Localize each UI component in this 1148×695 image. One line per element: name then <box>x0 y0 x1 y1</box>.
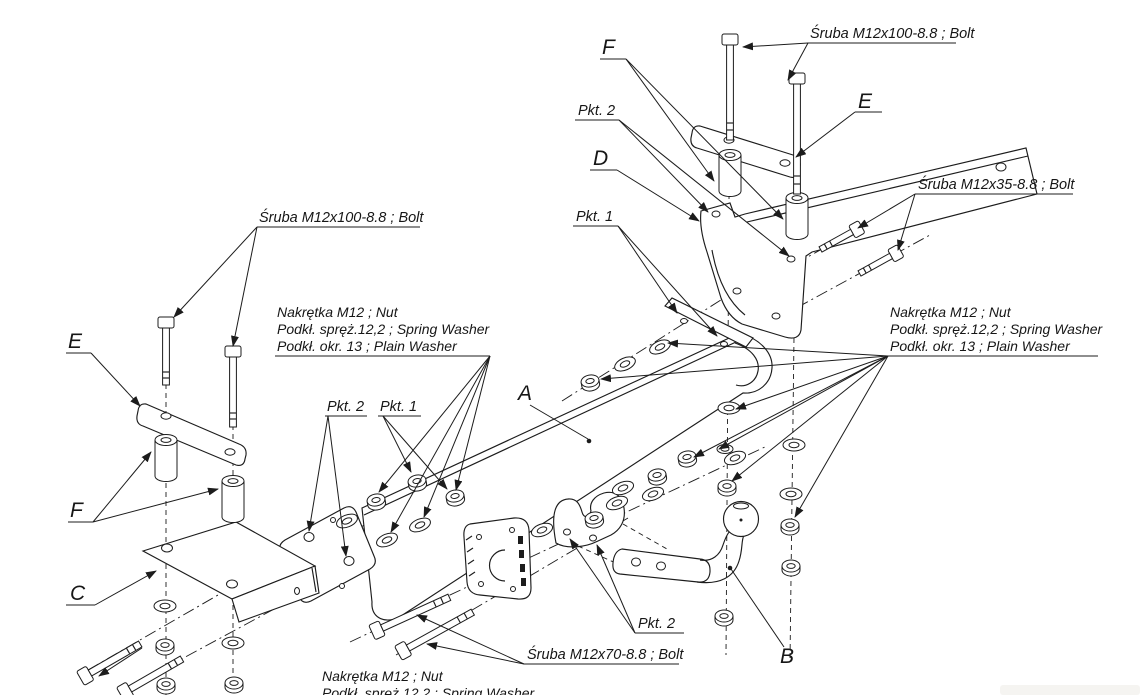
callout-pkt1-mid: Pkt. 1 <box>380 399 417 415</box>
callout-bolt-m12x70: Śruba M12x70-8.8 ; Bolt <box>527 645 684 663</box>
callout-bolt-m12x100-left: Śruba M12x100-8.8 ; Bolt <box>259 208 424 226</box>
fastener-note-right: Nakrętka M12 ; Nut Podkł. spręż.12,2 ; S… <box>890 304 1104 354</box>
bolts <box>76 33 904 695</box>
part-letter-c: C <box>70 582 86 605</box>
strap-plate-left <box>136 403 247 466</box>
part-letter-e-right: E <box>858 90 873 113</box>
fastener-note-left: Nakrętka M12 ; Nut Podkł. spręż.12,2 ; S… <box>277 304 491 354</box>
labels: Śruba M12x100-8.8 ; Bolt E Śruba M12x35-… <box>68 24 1104 695</box>
leader-lines <box>66 42 1098 677</box>
note-right-line2: Podkł. spręż.12,2 ; Spring Washer <box>890 321 1104 337</box>
callout-bolt-m12x100-top: Śruba M12x100-8.8 ; Bolt <box>810 24 975 42</box>
callout-pkt2-mid: Pkt. 2 <box>327 399 364 415</box>
bolt-m12x70 <box>368 593 452 640</box>
part-letter-f-left: F <box>70 499 84 522</box>
bolt-m12x100 <box>224 345 242 428</box>
beam-top-flange <box>664 297 754 348</box>
note-bottom-line2: Podkł. spręż.12,2 ; Spring Washer <box>322 685 536 695</box>
note-right-line1: Nakrętka M12 ; Nut <box>890 304 1012 320</box>
fastener-note-bottom: Nakrętka M12 ; Nut Podkł. spręż.12,2 ; S… <box>322 668 536 695</box>
note-left-line1: Nakrętka M12 ; Nut <box>277 304 399 320</box>
part-letter-e-left: E <box>68 330 83 353</box>
bolt-m12x70 <box>394 608 476 661</box>
callout-pkt2-top: Pkt. 2 <box>578 103 615 119</box>
part-letter-f-right: F <box>602 36 616 59</box>
part-letter-d: D <box>593 147 608 170</box>
bolt-m12x100 <box>116 655 185 695</box>
bracket-c <box>141 521 320 623</box>
strap-plate-right <box>690 125 801 178</box>
note-left-line3: Podkł. okr. 13 ; Plain Washer <box>277 338 458 354</box>
part-letter-a: A <box>516 382 532 405</box>
bolt-m12x100 <box>76 640 143 686</box>
note-right-line3: Podkł. okr. 13 ; Plain Washer <box>890 338 1071 354</box>
part-letter-b: B <box>780 645 794 668</box>
bolt-m12x100 <box>721 33 739 141</box>
socket-plate <box>463 517 532 600</box>
callout-pkt1-top: Pkt. 1 <box>576 209 613 225</box>
note-left-line2: Podkł. spręż.12,2 ; Spring Washer <box>277 321 491 337</box>
faint-watermark <box>1000 685 1140 695</box>
callout-pkt2-bottom: Pkt. 2 <box>638 616 675 632</box>
bolt-m12x35 <box>857 244 904 277</box>
note-bottom-line1: Nakrętka M12 ; Nut <box>322 668 444 684</box>
towball-arm <box>612 500 760 584</box>
callout-bolt-m12x35: Śruba M12x35-8.8 ; Bolt <box>918 175 1075 193</box>
bolt-m12x100 <box>157 316 175 386</box>
